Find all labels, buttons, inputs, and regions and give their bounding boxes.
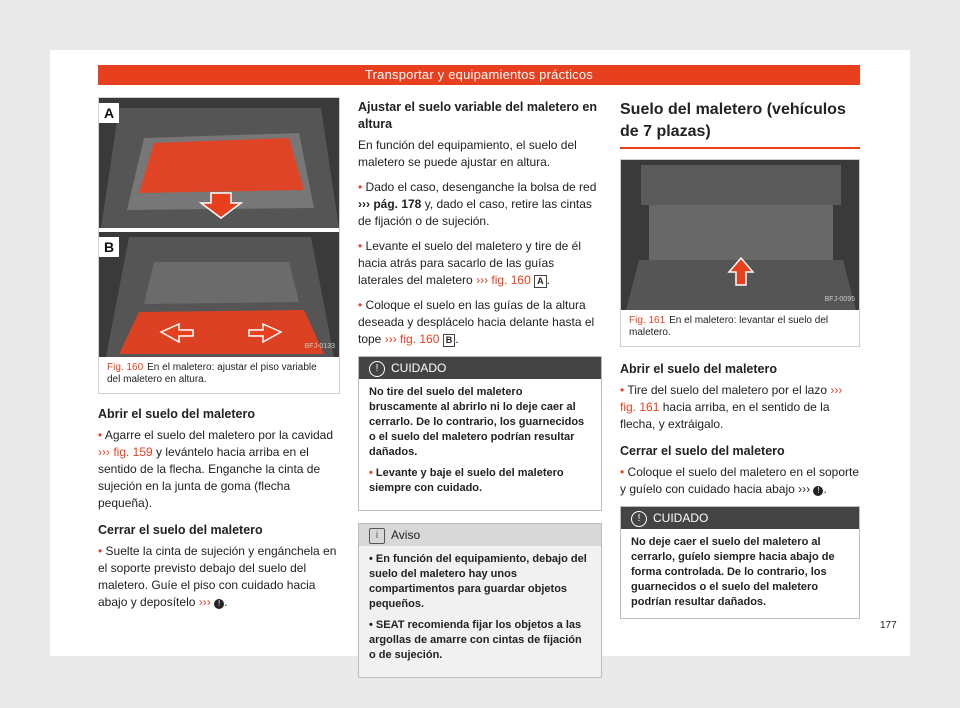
figure-code: BFJ-0133 [304, 343, 335, 350]
caution-body: No tire del suelo del maletero bruscamen… [369, 386, 585, 494]
fig160b-link[interactable]: ››› fig. 160 [384, 332, 440, 346]
page-number: 177 [880, 620, 897, 631]
trunk-photo-b: B BFJ-0133 [99, 232, 339, 357]
fig159-link[interactable]: ››› fig. 159 [98, 445, 153, 459]
adjust-bullet-3: • Coloque el suelo en las guías de la al… [358, 298, 595, 347]
fig161-link[interactable]: ››› fig. 161 [620, 383, 843, 414]
caution-icon: ! [369, 360, 385, 377]
trunk-illustration-b [99, 232, 339, 357]
right-column: Suelo del maletero (vehículos de 7 plaza… [620, 99, 860, 619]
adjust-bullet-2: • Levante el suelo del maletero y tire d… [358, 239, 582, 288]
open-floor-bullet-7seat: • Tire del suelo del maletero por el laz… [620, 383, 843, 431]
page-header: Transportar y equipamientos prácticos [98, 65, 860, 85]
open-floor-title: Abrir el suelo del maletero [98, 407, 255, 421]
caption-number: Fig. 160 [107, 362, 144, 373]
trunk-photo-a: A [99, 98, 339, 228]
caution-body-7seat: No deje caer el suelo del maletero al ce… [631, 536, 835, 608]
trunk-photo-7seat: BFJ-0095 [621, 160, 859, 310]
close-floor-title: Cerrar el suelo del maletero [98, 523, 263, 537]
notice-body: • En función del equipamiento, debajo de… [359, 546, 601, 677]
label-a: A [99, 103, 119, 123]
close-floor-bullet-7seat: • Coloque el suelo del maletero en el so… [620, 465, 860, 496]
trunk-illustration-a [99, 98, 339, 228]
caution-header-7seat: !CUIDADO [621, 507, 859, 529]
figure-code-161: BFJ-0095 [824, 296, 855, 303]
mark-b-icon: B [442, 334, 456, 347]
close-floor-bullet: • Suelte la cinta de sujeción y engánche… [98, 544, 337, 609]
close-floor-title-7seat: Cerrar el suelo del maletero [620, 444, 785, 458]
caution-link[interactable]: ››› ! [199, 595, 225, 609]
adjust-intro: En función del equipamiento, el suelo de… [358, 138, 577, 169]
warning-icon: ! [214, 599, 225, 609]
caution-icon: ! [631, 510, 647, 527]
warning-icon: ! [813, 486, 824, 496]
open-floor-bullet: • Agarre el suelo del maletero por la ca… [98, 428, 334, 510]
caution-header: !CUIDADO [359, 357, 601, 379]
trunk-illustration-7seat [621, 160, 859, 310]
adjust-floor-title: Ajustar el suelo variable del maletero e… [358, 100, 597, 131]
mark-a-icon: A [534, 275, 547, 288]
label-b: B [99, 237, 119, 257]
adjust-bullet-1: • Dado el caso, desenganche la bolsa de … [358, 180, 597, 228]
section-title: Suelo del maletero (vehículos de 7 plaza… [620, 99, 860, 149]
middle-column: Ajustar el suelo variable del maletero e… [358, 99, 602, 678]
open-floor-title-7seat: Abrir el suelo del maletero [620, 362, 777, 376]
caution-box: !CUIDADO No tire del suelo del maletero … [358, 356, 602, 511]
caption-text: En el maletero: ajustar el piso variable… [107, 362, 317, 385]
caution-box-7seat: !CUIDADO No deje caer el suelo del malet… [620, 506, 860, 619]
info-icon: i [369, 527, 385, 544]
fig160a-link[interactable]: ››› fig. 160 [476, 273, 531, 287]
pag178-link[interactable]: ››› pág. 178 [358, 197, 422, 211]
caution-link-7seat[interactable]: ››› ! [798, 482, 824, 496]
